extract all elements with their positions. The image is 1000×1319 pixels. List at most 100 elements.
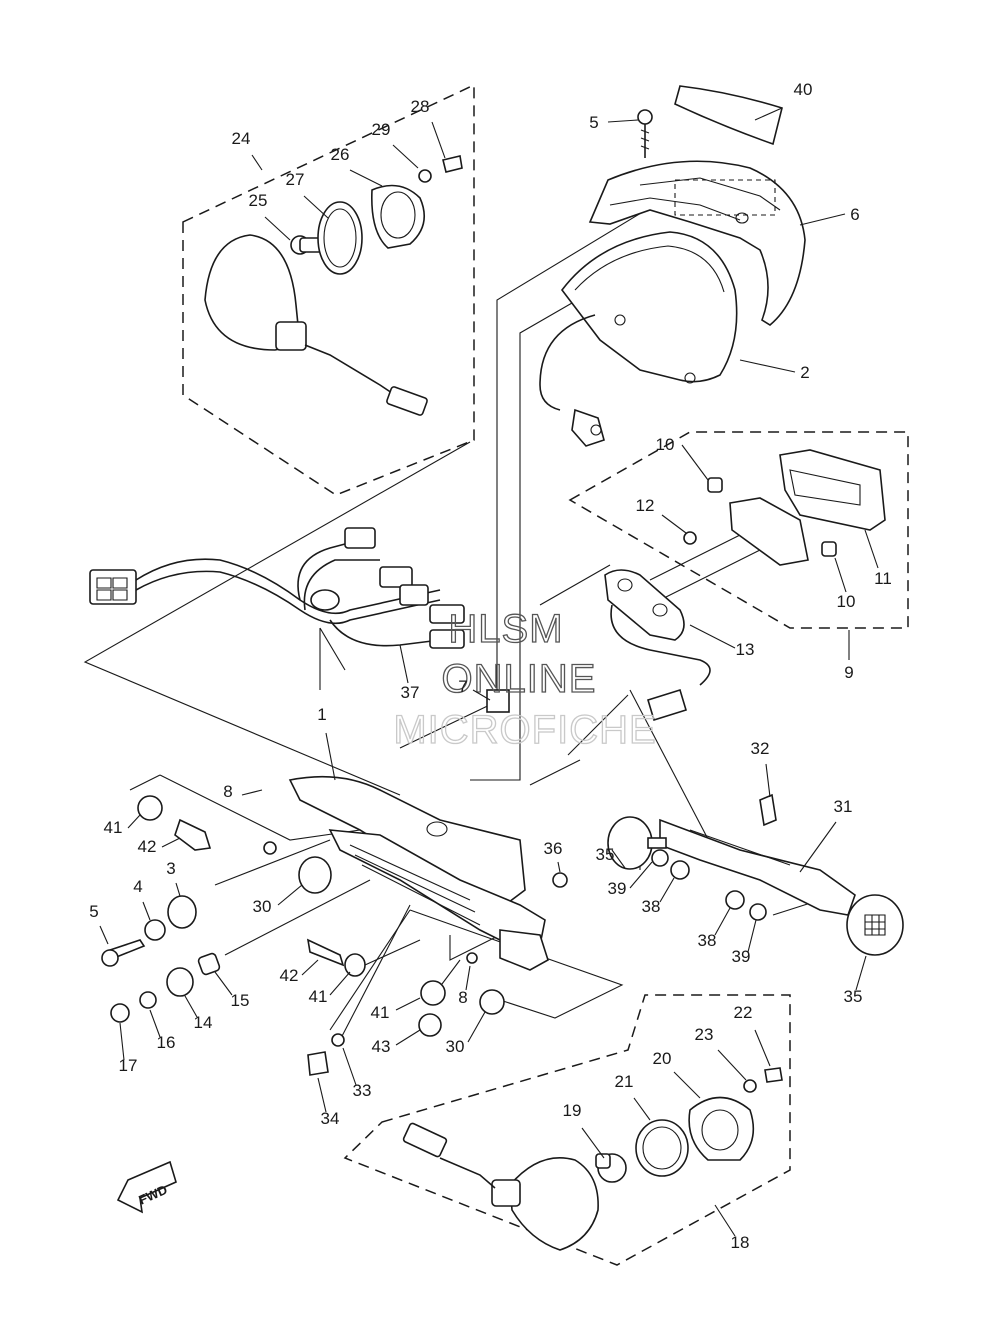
callout-number: 2 bbox=[800, 363, 809, 382]
callout-number: 42 bbox=[280, 966, 299, 985]
callout-leader bbox=[395, 997, 421, 1011]
callout-leader bbox=[717, 1049, 747, 1081]
callout-leader bbox=[467, 1011, 486, 1043]
callout-leader bbox=[739, 359, 796, 373]
callout-leader bbox=[557, 861, 561, 873]
callout-number: 39 bbox=[732, 947, 751, 966]
callout-number: 32 bbox=[751, 739, 770, 758]
callout-number: 19 bbox=[563, 1101, 582, 1120]
callout-number: 12 bbox=[636, 496, 655, 515]
callout-leader bbox=[329, 971, 351, 996]
callout-number: 35 bbox=[844, 987, 863, 1006]
tail-light-assembly bbox=[539, 231, 738, 447]
callout-number: 20 bbox=[653, 1049, 672, 1068]
callout-number: 9 bbox=[844, 663, 853, 682]
callout-leader bbox=[301, 959, 319, 976]
callout-number: 22 bbox=[734, 1003, 753, 1022]
callout-leader bbox=[607, 119, 639, 123]
callout-number: 41 bbox=[309, 987, 328, 1006]
callout-number: 43 bbox=[372, 1037, 391, 1056]
callout-leader bbox=[864, 529, 879, 569]
callout-leader bbox=[303, 195, 329, 219]
reference-lines bbox=[83, 209, 821, 1041]
callout-leader bbox=[659, 877, 675, 903]
callout-number: 3 bbox=[166, 859, 175, 878]
callout-number: 5 bbox=[589, 113, 598, 132]
callout-leader bbox=[99, 925, 109, 945]
callout-leader bbox=[834, 557, 847, 593]
callout-number: 34 bbox=[321, 1109, 340, 1128]
callout-leader bbox=[689, 624, 736, 649]
callout-number: 36 bbox=[544, 839, 563, 858]
watermark: HLSM ONLINE MICROFICHE bbox=[393, 606, 657, 752]
callout-leader bbox=[395, 1029, 421, 1046]
callout-number: 16 bbox=[157, 1033, 176, 1052]
callout-number: 6 bbox=[850, 205, 859, 224]
callout-number: 41 bbox=[371, 1003, 390, 1022]
callout-leader bbox=[317, 1077, 327, 1113]
rear-cover-assembly bbox=[588, 85, 806, 326]
callout-leader bbox=[214, 971, 233, 996]
callout-number: 11 bbox=[874, 569, 892, 588]
callout-leader bbox=[465, 965, 471, 991]
callout-leader bbox=[629, 861, 653, 889]
callout-number: 42 bbox=[138, 837, 157, 856]
callout-number: 25 bbox=[249, 191, 268, 210]
reflector-strip bbox=[674, 85, 783, 146]
callout-number: 5 bbox=[89, 902, 98, 921]
callout-leader bbox=[765, 763, 771, 798]
callout-number: 40 bbox=[794, 80, 813, 99]
callout-leader bbox=[161, 837, 181, 848]
group-outlines bbox=[182, 83, 909, 1266]
callout-number: 18 bbox=[731, 1233, 750, 1252]
rear-cover bbox=[588, 160, 806, 326]
callout-number: 21 bbox=[615, 1072, 634, 1091]
callout-number: 17 bbox=[119, 1056, 138, 1075]
callout-leader bbox=[714, 1204, 736, 1237]
callout-leader bbox=[325, 732, 336, 781]
callout-leader bbox=[754, 1029, 771, 1067]
callout-leader bbox=[472, 689, 491, 701]
callout-leader bbox=[175, 882, 181, 897]
callout-leader bbox=[714, 907, 731, 936]
callout-leader bbox=[754, 107, 783, 121]
callout-leader bbox=[241, 789, 263, 796]
callout-leader bbox=[399, 644, 409, 684]
callout-number: 14 bbox=[194, 1013, 213, 1032]
callout-leader bbox=[681, 444, 709, 481]
callout-number: 30 bbox=[253, 897, 272, 916]
svg-text:MICROFICHE: MICROFICHE bbox=[393, 708, 656, 752]
license-light-assembly bbox=[604, 449, 886, 722]
callout-number: 4 bbox=[133, 877, 142, 896]
callout-number: 38 bbox=[642, 897, 661, 916]
callout-leader bbox=[264, 216, 291, 241]
callout-leader bbox=[349, 169, 383, 187]
forward-direction-marker: FWD bbox=[116, 1160, 177, 1214]
rear-fender bbox=[288, 775, 549, 971]
callout-number: 10 bbox=[656, 435, 675, 454]
turn-signal-rear-left bbox=[204, 155, 463, 416]
wire-harness bbox=[89, 527, 510, 713]
callout-number: 24 bbox=[232, 129, 251, 148]
callout-number: 33 bbox=[353, 1081, 372, 1100]
turn-signal-rear-right bbox=[402, 1067, 783, 1251]
callout-number: 8 bbox=[223, 782, 232, 801]
callout-leader bbox=[633, 1097, 651, 1121]
callout-number: 41 bbox=[104, 818, 123, 837]
callout-leader bbox=[119, 1022, 125, 1061]
callout-number: 30 bbox=[446, 1037, 465, 1056]
callout-leader bbox=[661, 514, 687, 534]
reflector-bracket bbox=[607, 793, 904, 956]
callout-leader bbox=[431, 121, 446, 159]
callout-number: 26 bbox=[331, 145, 350, 164]
callout-leader bbox=[142, 901, 151, 921]
callout-number: 1 bbox=[317, 705, 326, 724]
callout-leader bbox=[855, 955, 867, 991]
callout-number: 10 bbox=[837, 592, 856, 611]
callout-leader bbox=[392, 144, 419, 169]
callout-number: 27 bbox=[286, 170, 305, 189]
fasteners bbox=[101, 795, 568, 1076]
callout-leader bbox=[251, 154, 263, 171]
